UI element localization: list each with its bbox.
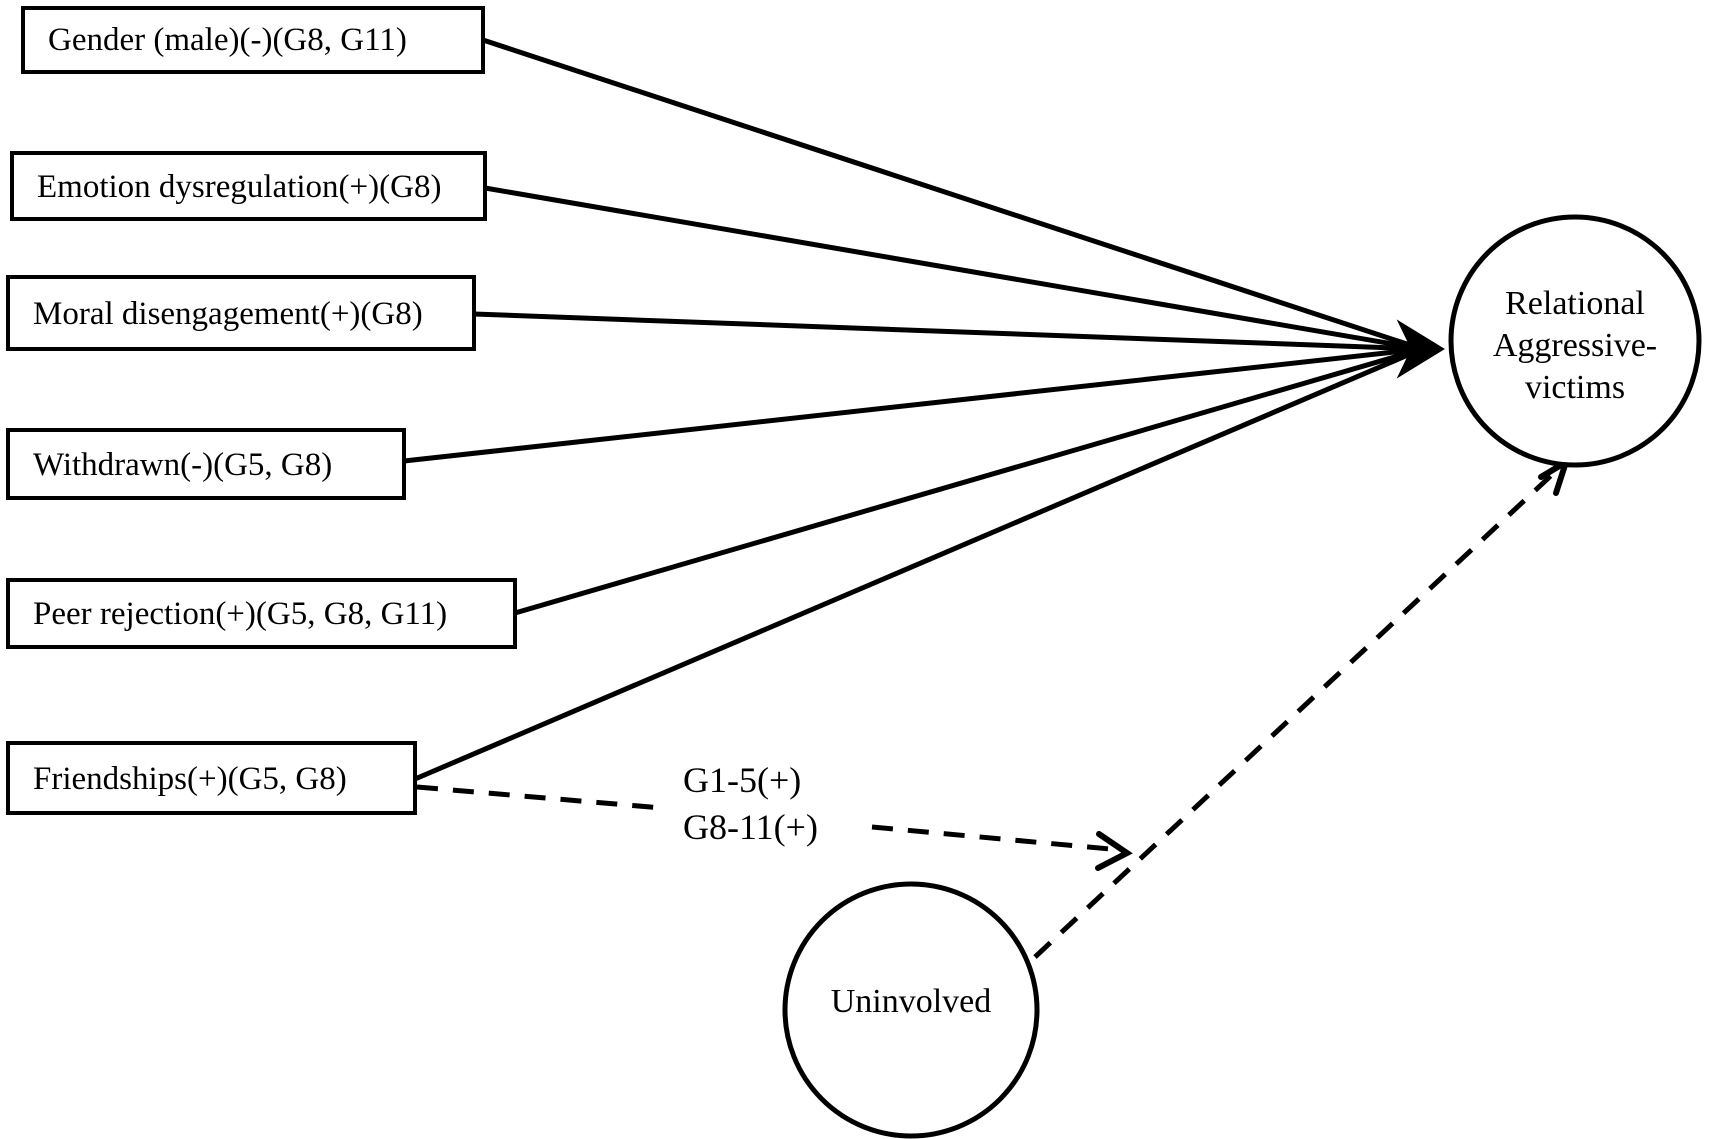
moderation-labels: G1-5(+) G8-11(+) — [683, 760, 818, 847]
edge-withdrawn-to-outcome — [401, 346, 1425, 464]
moderation-label-line1: G1-5(+) — [683, 760, 801, 800]
edge-uninvolved-to-outcome — [1033, 469, 1558, 959]
box-moral-disengagement — [6, 275, 476, 351]
moderation-arrowhead-icon — [1095, 831, 1133, 871]
solid-arrowhead-icon — [1396, 319, 1445, 379]
box-emotion-dysregulation-label: Emotion dysregulation(+)(G8) — [37, 169, 441, 205]
predictor-boxes: Gender (male)(-)(G8, G11) Emotion dysreg… — [6, 6, 517, 815]
outcome-label-line3: victims — [1525, 369, 1625, 406]
solid-edges — [401, 37, 1445, 782]
box-withdrawn — [6, 428, 406, 500]
box-friendships-label: Friendships(+)(G5, G8) — [33, 761, 347, 797]
box-withdrawn-label: Withdrawn(-)(G5, G8) — [33, 447, 332, 483]
box-gender-label: Gender (male)(-)(G8, G11) — [48, 22, 407, 58]
moderation-dash-segment-2 — [871, 824, 1111, 852]
outcome-label-line2: Aggressive- — [1493, 327, 1657, 364]
edge-emotion-to-outcome — [482, 185, 1425, 352]
edge-moral-to-outcome — [471, 311, 1425, 352]
edge-peer-rejection-to-outcome — [512, 346, 1425, 616]
box-peer-rejection — [6, 578, 517, 649]
uninvolved-circle — [782, 881, 1040, 1139]
edge-gender-to-outcome — [480, 37, 1425, 352]
box-friendships — [6, 741, 417, 815]
moderation-label-line2: G8-11(+) — [683, 807, 818, 847]
box-moral-disengagement-label: Moral disengagement(+)(G8) — [33, 296, 423, 332]
uninvolved-edge — [1033, 455, 1572, 959]
uninvolved-label: Uninvolved — [831, 983, 992, 1020]
uninvolved-circle-node: Uninvolved — [782, 881, 1040, 1139]
moderation-dash-segment-1 — [416, 784, 663, 811]
moderation-edge — [416, 784, 1133, 871]
edge-friendships-to-outcome — [412, 346, 1425, 782]
outcome-label-line1: Relational — [1505, 285, 1645, 322]
outcome-circle — [1448, 214, 1702, 468]
outcome-circle-node: Relational Aggressive- victims — [1448, 214, 1702, 468]
box-peer-rejection-label: Peer rejection(+)(G5, G8, G11) — [33, 596, 447, 632]
box-emotion-dysregulation — [10, 151, 487, 221]
box-gender — [21, 6, 485, 74]
